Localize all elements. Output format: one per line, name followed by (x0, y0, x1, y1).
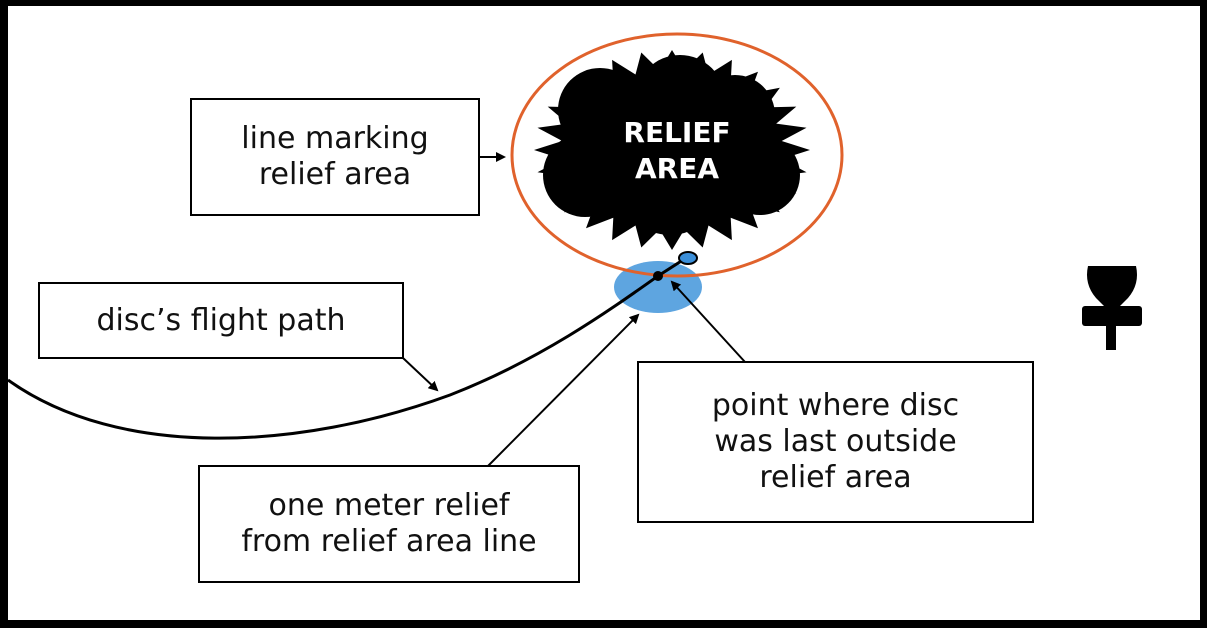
relief-area-title-line2: AREA (634, 152, 720, 186)
label-last-outside-line3: relief area (759, 460, 912, 495)
label-last-outside: point where disc was last outside relief… (637, 361, 1034, 523)
relief-area-title: RELIEF AREA (577, 115, 777, 188)
relief-area-title-line1: RELIEF (623, 116, 731, 149)
label-one-meter: one meter relief from relief area line (198, 465, 580, 583)
arrow-one-meter (487, 313, 640, 467)
arrow-flight-path (402, 357, 439, 392)
label-line-marking-line1: line marking (241, 121, 429, 156)
label-line-marking-line2: relief area (258, 157, 412, 192)
disc-golf-basket-icon (1082, 266, 1142, 350)
disc-icon (678, 251, 698, 265)
disc-flight-path (7, 256, 687, 440)
last-outside-point (653, 271, 663, 281)
label-flight-path: disc’s flight path (38, 282, 404, 359)
label-one-meter-line2: from relief area line (241, 524, 537, 559)
one-meter-relief-zone (614, 261, 702, 313)
label-last-outside-line2: was last outside (714, 424, 957, 459)
relief-area-line (510, 32, 844, 278)
arrow-last-outside (670, 280, 746, 363)
label-one-meter-line1: one meter relief (268, 488, 510, 523)
label-last-outside-line1: point where disc (711, 388, 960, 423)
label-line-marking: line marking relief area (190, 98, 480, 216)
bush-silhouette-icon (534, 50, 810, 250)
label-flight-path-line1: disc’s flight path (96, 302, 346, 338)
